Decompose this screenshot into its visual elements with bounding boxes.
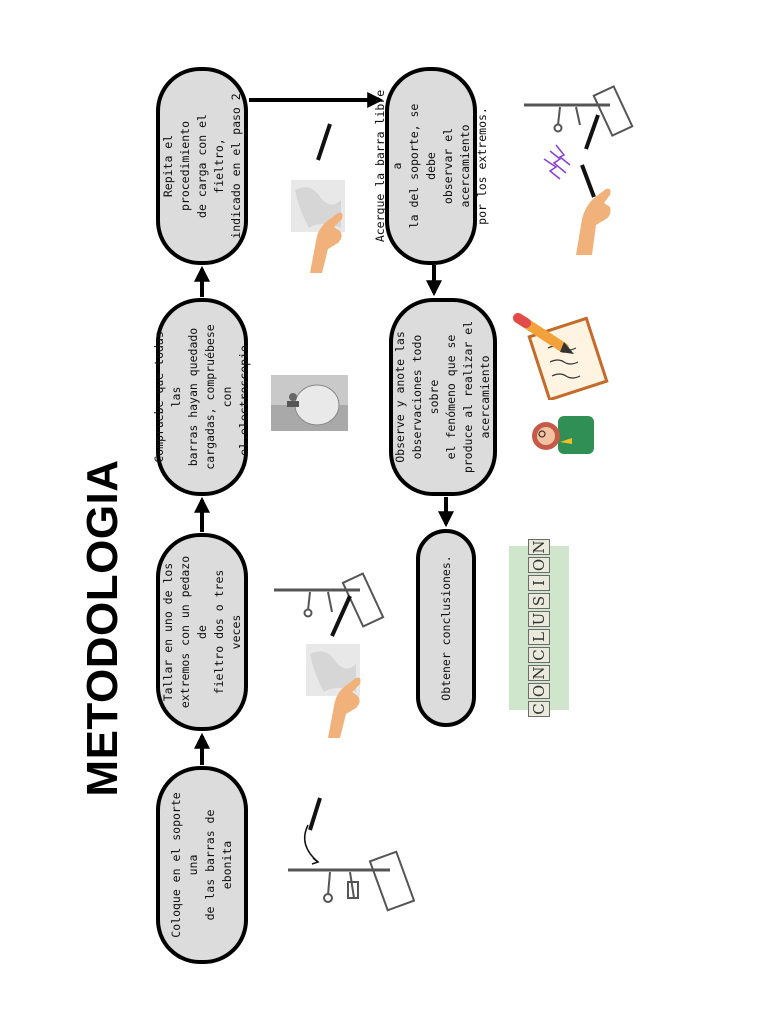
student-icon <box>532 416 594 454</box>
conclusion-letter-tile: N <box>528 665 550 681</box>
conclusion-letter-tile: C <box>528 647 550 663</box>
conclusion-letter-tile: L <box>528 629 550 645</box>
conclusion-letter-tile: I <box>528 575 550 591</box>
conclusion-letter-tile: S <box>528 593 550 609</box>
felt-photo <box>291 180 345 232</box>
hand-icon <box>310 212 343 273</box>
lab-stand-icon <box>288 797 415 912</box>
conclusion-letter-tile: U <box>528 611 550 627</box>
lab-stand-icon <box>524 85 634 255</box>
hand-icon <box>328 677 361 738</box>
lab-stand-icon <box>274 572 385 637</box>
spark-icon <box>543 144 571 180</box>
pencil-notes-icon <box>513 313 609 400</box>
electroscope-photo <box>271 375 348 431</box>
conclusion-letter-tile: O <box>528 683 550 699</box>
conclusion-letter-tile: O <box>528 557 550 573</box>
conclusion-letter-tile: C <box>528 701 550 717</box>
conclusion-letter-tile: N <box>528 539 550 555</box>
rod-icon <box>316 123 332 161</box>
